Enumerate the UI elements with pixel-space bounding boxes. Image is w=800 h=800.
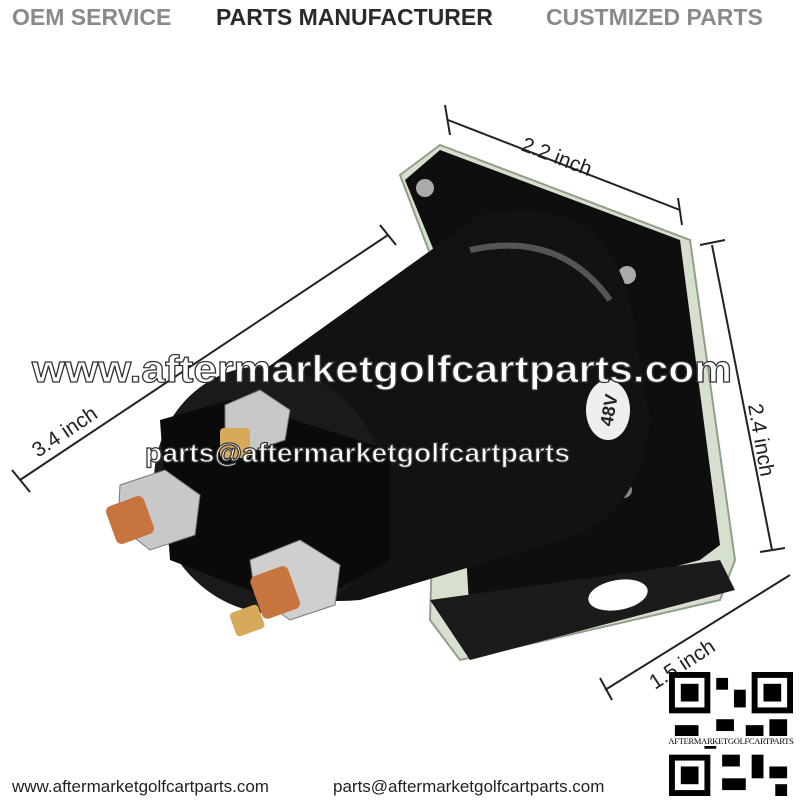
screw-icon [416,179,434,197]
dimension-lines [11,104,791,701]
watermark-website: www.aftermarketgolfcartparts.com [31,349,732,391]
voltage-label-badge [586,380,630,440]
qr-code [669,672,793,796]
footer-website-link[interactable]: www.aftermarketgolfcartparts.com [12,777,269,796]
header-oem-service: OEM SERVICE [12,4,172,30]
qr-caption: AFTERMARKETGOLFCARTPARTS [664,736,798,746]
footer-email-link[interactable]: parts@aftermarketgolfcartparts.com [333,777,605,796]
header-parts-manufacturer: PARTS MANUFACTURER [216,4,493,30]
dimension-height: 2.4 inch [743,402,778,478]
dimension-width: 2.2 inch [518,133,595,181]
header-customized-parts: CUSTMIZED PARTS [546,4,763,30]
solenoid-body: 48V [153,210,650,614]
terminals [106,389,341,637]
watermark-email: parts@aftermarketgolfcartparts [145,438,570,468]
